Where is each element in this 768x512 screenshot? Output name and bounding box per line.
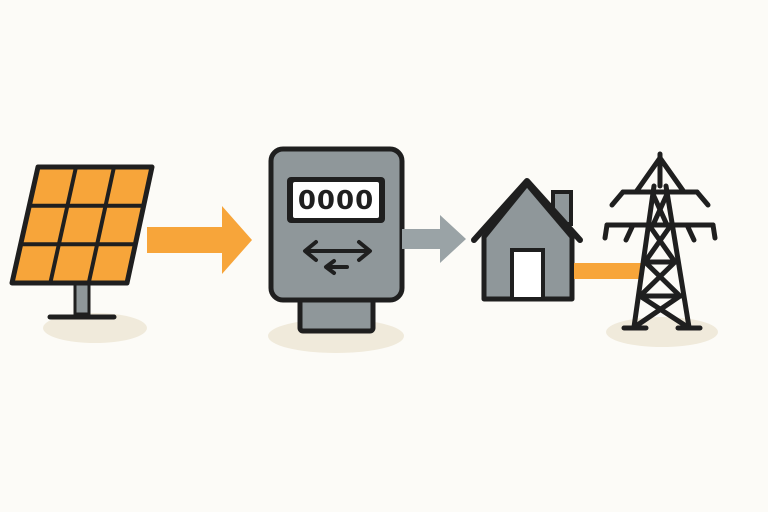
- house-icon: [471, 178, 583, 302]
- solar-panel-shadow: [43, 313, 147, 343]
- house-door: [510, 248, 545, 301]
- bidirectional-arrow-icon: [303, 240, 372, 275]
- meter-reading: 0000: [298, 186, 374, 216]
- tower-shadow: [606, 317, 718, 347]
- flow-arrow-meter-to-house: [402, 215, 466, 263]
- solar-panel-icon: [9, 164, 155, 320]
- flow-line-house-to-tower: [574, 263, 642, 279]
- flow-arrow-solar-to-meter: [147, 206, 252, 274]
- transmission-tower-icon: [602, 151, 718, 331]
- electric-meter-icon: 0000: [268, 146, 405, 334]
